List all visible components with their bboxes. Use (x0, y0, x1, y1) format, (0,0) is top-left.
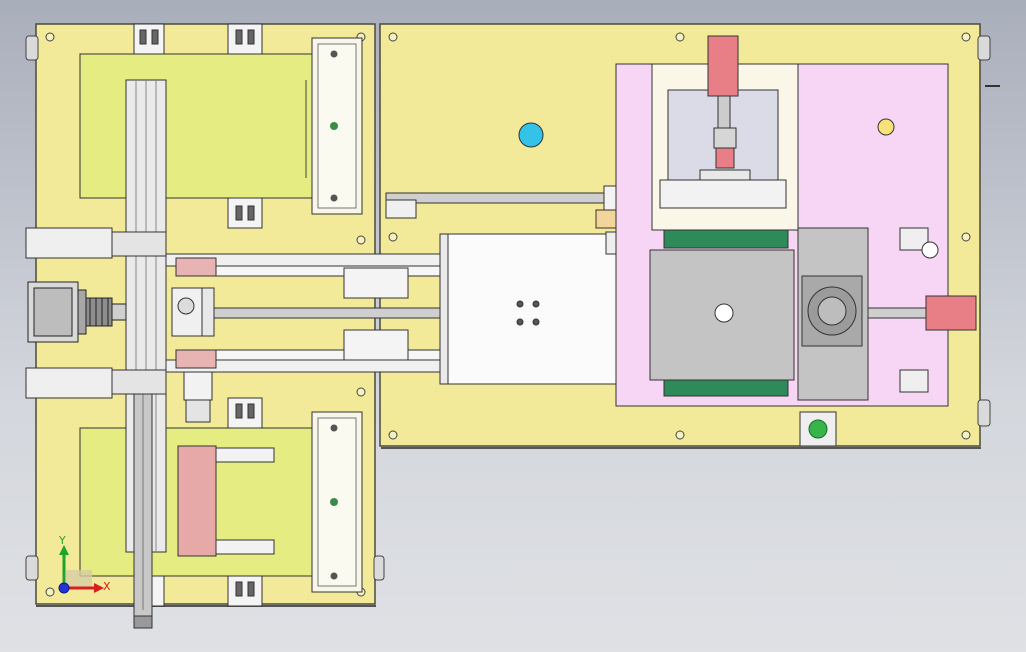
plate-feet (25, 35, 1000, 581)
triad-x-label: X (103, 580, 111, 593)
coordinate-triad: Y X (58, 534, 111, 594)
locating-hole-yellow (877, 118, 895, 136)
locating-hole-cyan (518, 122, 544, 148)
upper-tray (79, 37, 363, 215)
press-fixture (615, 35, 977, 407)
pusher-block (177, 371, 275, 557)
tray-brackets (133, 23, 263, 607)
stepper-motor (27, 281, 127, 343)
center-plate (439, 233, 623, 385)
lower-tray (79, 411, 363, 593)
start-button[interactable] (799, 411, 837, 447)
vertical-rail (125, 79, 167, 629)
triad-y-label: Y (58, 534, 66, 547)
rail-blocks (343, 267, 409, 361)
